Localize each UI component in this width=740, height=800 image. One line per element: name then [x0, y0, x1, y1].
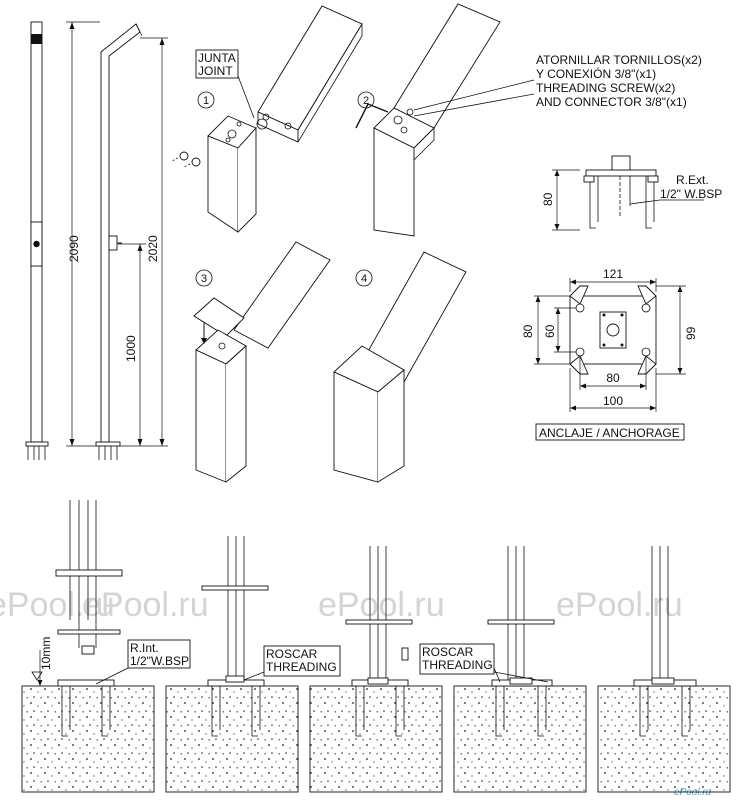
side-view [95, 23, 143, 460]
connector-body [611, 155, 631, 171]
connector-hole-icon [606, 323, 620, 337]
step-number-badge [355, 269, 373, 287]
joint-label-box [195, 49, 239, 79]
assembly-step-2: 2 ATORNILLAR TORNILLOS(x2) Y CONEXIÓN 3/… [355, 3, 702, 237]
front-base-plate [25, 441, 49, 447]
step-number-badge [197, 91, 215, 109]
rint-label: R.Int. [130, 641, 159, 655]
install-panel-1: 10mm R.Int. 1/2"W.BSP [21, 500, 191, 793]
dimension-label: 80 [521, 324, 535, 338]
watermark-text: ePool.ru [0, 586, 115, 624]
joint-label-es: JUNTA [198, 51, 236, 65]
watermark-group: ePool.ru ePool.ru ePool.ru ePool.ru ePoo… [0, 586, 712, 798]
side-anchor-bolts [98, 446, 118, 460]
rext-label: 1/2" W.BSP [660, 187, 722, 201]
watermark-text: ePool.ru [318, 586, 445, 624]
dimension-label: 80 [541, 192, 555, 206]
side-column-spout [100, 23, 141, 443]
gap-label: 10mm [39, 637, 53, 670]
joint-label-en: JOINT [198, 64, 233, 78]
base-plate-side [585, 169, 657, 177]
base-side-detail: 80 R.Ext. 1/2" W.BSP [541, 155, 722, 231]
rext-label: R.Ext. [676, 173, 709, 187]
rint-label: 1/2"W.BSP [130, 654, 189, 668]
watermark-text: ePool.ru [556, 586, 683, 624]
step-number: 4 [361, 273, 367, 285]
install-panel-2: ROSCAR THREADING [165, 536, 341, 793]
dimension-label: 80 [606, 371, 620, 385]
anchor-bolts-side [589, 176, 655, 229]
dimension-valve-height: 1000 [118, 243, 146, 446]
roscar-label: ROSCAR [422, 645, 474, 659]
step-number: 2 [363, 95, 369, 107]
cover-plate [193, 297, 245, 337]
assembly-step-4: 4 [333, 251, 467, 483]
concrete-slab [165, 685, 299, 793]
hex-key-icon [355, 103, 389, 129]
screw-label-es: ATORNILLAR TORNILLOS(x2) [536, 53, 702, 67]
dimension-label: 60 [543, 324, 557, 338]
install-panel-5 [597, 546, 731, 793]
dimension-label: 1000 [124, 335, 138, 362]
anchorage-plan: 121 80 100 60 80 99 ANCLAJE / ANCHORAGE [521, 267, 698, 441]
valve-knob-icon [33, 240, 40, 248]
front-anchor-bolts [27, 446, 46, 460]
dimension-label: 121 [603, 267, 623, 281]
dimension-overall-height: 2090 [66, 21, 100, 447]
assembly-step-3: 3 [193, 241, 331, 483]
side-valve-body [108, 235, 118, 251]
step-number-badge [195, 269, 213, 287]
concrete-slab [597, 685, 731, 793]
dimension-label: 100 [603, 394, 623, 408]
front-view [25, 21, 49, 460]
screw-label-es: Y CONEXIÓN 3/8"(x1) [536, 66, 656, 81]
dimension-label: 99 [684, 326, 698, 340]
front-cap-band [31, 34, 42, 44]
install-panel-3 [309, 546, 443, 793]
level-mark-icon [31, 671, 43, 681]
rint-label-box [127, 639, 191, 669]
threading-label: THREADING [422, 658, 493, 672]
screw-icon [171, 151, 201, 168]
concrete-slab [21, 685, 155, 793]
watermark-logo: ePool.ru [674, 787, 712, 798]
step-number: 3 [201, 273, 207, 285]
assembly-step-1: 1 JUNTA JOINT [171, 5, 363, 233]
threading-label: THREADING [266, 660, 337, 674]
watermark-text: ePool.ru [82, 586, 209, 624]
step-number: 1 [203, 95, 209, 107]
roscar-label-box [263, 645, 341, 677]
screw-label-en: AND CONNECTOR 3/8"(x1) [536, 95, 687, 109]
roscar-label: ROSCAR [266, 647, 318, 661]
screw-label-en: THREADING SCREW(x2) [536, 81, 675, 95]
install-panel-4: ROSCAR THREADING [419, 546, 587, 793]
side-base-plate [95, 441, 121, 447]
roscar-label-box [419, 643, 495, 675]
anchorage-label-box [535, 423, 685, 441]
concrete-slab [453, 685, 587, 793]
anchorage-label: ANCLAJE / ANCHORAGE [539, 426, 680, 440]
dimension-label: 2090 [67, 235, 81, 262]
dimension-label: 2020 [146, 235, 160, 262]
dimension-spout-height: 2020 [118, 37, 168, 447]
concrete-slab [309, 685, 443, 793]
